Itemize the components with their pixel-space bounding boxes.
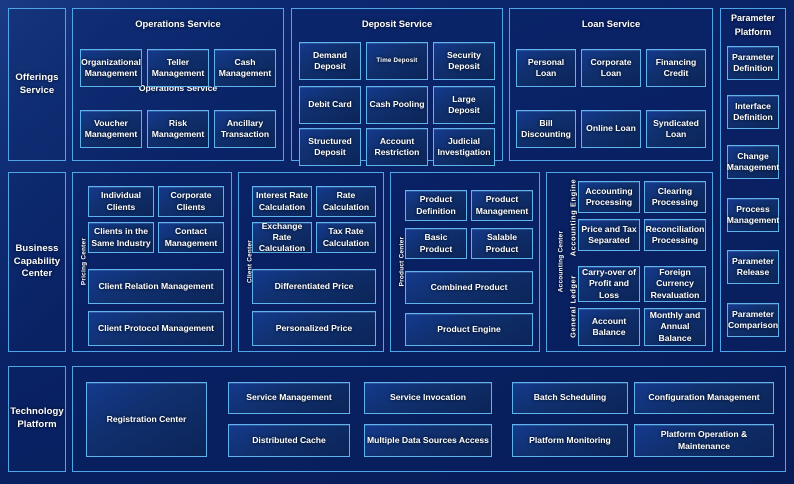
panel-title-operations-service-duplicate: Operations Service — [138, 83, 218, 93]
layer-label-text: Technology Platform — [10, 406, 64, 430]
box-structured-deposit[interactable]: Structured Deposit — [299, 128, 361, 166]
vertical-label-accounting-center: Accounting Center — [557, 230, 565, 293]
box-exchange-rate-calculation[interactable]: Exchange Rate Calculation — [252, 221, 312, 253]
box-personalized-price[interactable]: Personalized Price — [252, 311, 376, 346]
layer-label-text: Offerings Service — [15, 71, 59, 96]
box-combined-product[interactable]: Combined Product — [405, 271, 533, 304]
box-account-restriction[interactable]: Account Restriction — [366, 128, 428, 166]
box-accounting-processing[interactable]: Accounting Processing — [578, 181, 640, 213]
box-account-balance[interactable]: Account Balance — [578, 308, 640, 346]
box-personal-loan[interactable]: Personal Loan — [516, 49, 576, 87]
box-change-management[interactable]: Change Management — [727, 145, 779, 179]
box-cash-pooling[interactable]: Cash Pooling — [366, 86, 428, 124]
box-platform-monitoring[interactable]: Platform Monitoring — [512, 424, 628, 457]
box-security-deposit[interactable]: Security Deposit — [433, 42, 495, 80]
box-cash-management[interactable]: Cash Management — [214, 49, 276, 87]
box-configuration-management[interactable]: Configuration Management — [634, 382, 774, 414]
box-rate-calculation[interactable]: Rate Calculation — [316, 186, 376, 217]
layer-label-text: Business Capability Center — [13, 242, 61, 280]
box-distributed-cache[interactable]: Distributed Cache — [228, 424, 350, 457]
box-individual-clients[interactable]: Individual Clients — [88, 186, 154, 217]
box-salable-product[interactable]: Salable Product — [471, 228, 533, 259]
box-client-relation-management[interactable]: Client Relation Management — [88, 269, 224, 304]
box-price-and-tax-separated[interactable]: Price and Tax Separated — [578, 219, 640, 251]
vertical-label-accounting-engine: Accounting Engine — [568, 178, 578, 257]
box-clearing-processing[interactable]: Clearing Processing — [644, 181, 706, 213]
box-online-loan[interactable]: Online Loan — [581, 110, 641, 148]
box-financing-credit[interactable]: Financing Credit — [646, 49, 706, 87]
box-bill-discounting[interactable]: Bill Discounting — [516, 110, 576, 148]
box-carry-over-of-profit-and-loss[interactable]: Carry-over of Profit and Loss — [578, 266, 640, 302]
box-interest-rate-calculation[interactable]: Interest Rate Calculation — [252, 186, 312, 217]
box-interface-definition[interactable]: Interface Definition — [727, 95, 779, 129]
box-product-management[interactable]: Product Management — [471, 190, 533, 221]
panel-title-operations-service: Operations Service — [135, 18, 221, 29]
box-tax-rate-calculation[interactable]: Tax Rate Calculation — [316, 222, 376, 253]
box-clients-in-the-same-industry[interactable]: Clients in the Same Industry — [88, 222, 154, 253]
box-corporate-clients[interactable]: Corporate Clients — [158, 186, 224, 217]
box-demand-deposit[interactable]: Demand Deposit — [299, 42, 361, 80]
box-ancillary-transaction[interactable]: Ancillary Transaction — [214, 110, 276, 148]
box-product-engine[interactable]: Product Engine — [405, 313, 533, 346]
box-process-management[interactable]: Process Management — [727, 198, 779, 232]
box-parameter-definition[interactable]: Parameter Definition — [727, 46, 779, 80]
box-judicial-investigation[interactable]: Judicial Investigation — [433, 128, 495, 166]
box-batch-scheduling[interactable]: Batch Scheduling — [512, 382, 628, 414]
box-multiple-data-sources-access[interactable]: Multiple Data Sources Access — [364, 424, 492, 457]
box-parameter-comparison[interactable]: Parameter Comparison — [727, 303, 779, 337]
box-foreign-currency-revaluation[interactable]: Foreign Currency Revaluation — [644, 266, 706, 302]
box-corporate-loan[interactable]: Corporate Loan — [581, 49, 641, 87]
box-reconciliation-processing[interactable]: Reconciliation Processing — [644, 219, 706, 251]
box-basic-product[interactable]: Basic Product — [405, 228, 467, 259]
layer-label-business-capability-center: Business Capability Center — [8, 172, 66, 352]
box-organizational-management[interactable]: Organizational Management — [80, 49, 142, 87]
box-risk-management[interactable]: Risk Management — [147, 110, 209, 148]
box-debit-card[interactable]: Debit Card — [299, 86, 361, 124]
box-parameter-release[interactable]: Parameter Release — [727, 250, 779, 284]
box-platform-operation-and-maintenance[interactable]: Platform Operation & Maintenance — [634, 424, 774, 457]
box-contact-management[interactable]: Contact Management — [158, 222, 224, 253]
vertical-label-general-ledger: General Ledger — [568, 275, 578, 338]
box-syndicated-loan[interactable]: Syndicated Loan — [646, 110, 706, 148]
box-large-deposit[interactable]: Large Deposit — [433, 86, 495, 124]
layer-label-offerings-service: Offerings Service — [8, 8, 66, 161]
layer-label-technology-platform: Technology Platform — [8, 366, 66, 472]
box-voucher-management[interactable]: Voucher Management — [80, 110, 142, 148]
panel-title-loan-service: Loan Service — [581, 18, 641, 29]
box-service-invocation[interactable]: Service Invocation — [364, 382, 492, 414]
box-client-protocol-management[interactable]: Client Protocol Management — [88, 311, 224, 346]
box-registration-center[interactable]: Registration Center — [86, 382, 207, 457]
box-product-definition[interactable]: Product Definition — [405, 190, 467, 221]
panel-title-deposit-service: Deposit Service — [361, 18, 433, 29]
box-differentiated-price[interactable]: Differentiated Price — [252, 269, 376, 304]
vertical-label-pricing-center: Pricing Center — [80, 237, 88, 286]
box-service-management[interactable]: Service Management — [228, 382, 350, 414]
box-monthly-and-annual-balance[interactable]: Monthly and Annual Balance — [644, 308, 706, 346]
box-time-deposit[interactable]: Time Deposit — [366, 42, 428, 80]
box-teller-management[interactable]: Teller Management — [147, 49, 209, 87]
panel-title-parameter-platform: Parameter Platform — [730, 13, 776, 37]
